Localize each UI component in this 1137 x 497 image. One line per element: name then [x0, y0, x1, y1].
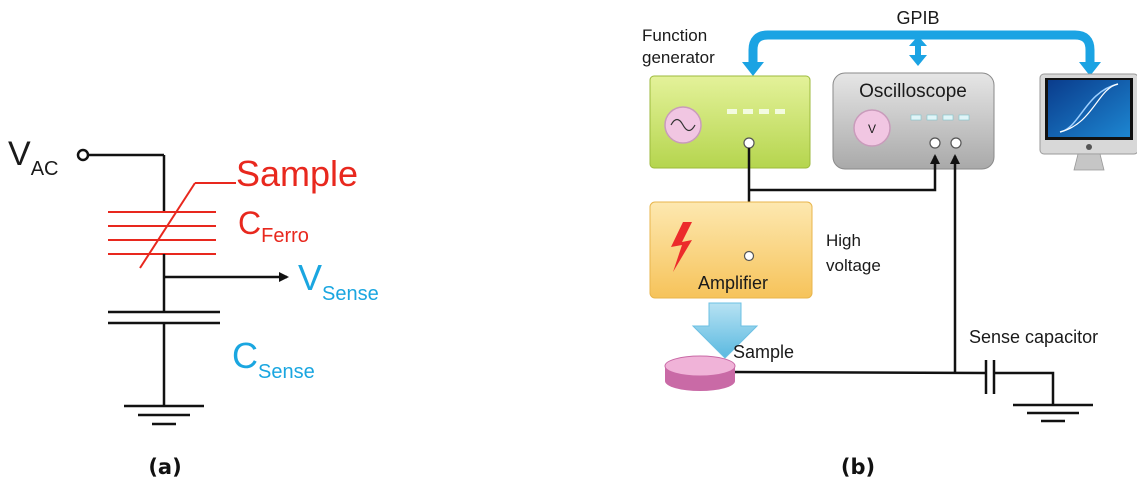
vac-label: VAC	[8, 135, 58, 180]
amplifier: Amplifier	[649, 201, 813, 299]
sense-capacitor-label: Sense capacitor	[969, 327, 1098, 347]
ferro-capacitor	[108, 182, 236, 269]
vac-terminal	[76, 148, 90, 162]
gpib-label: GPIB	[896, 8, 939, 28]
ground-icon	[124, 404, 204, 426]
amp-input-port	[743, 250, 755, 262]
gpib-bus	[742, 30, 1101, 76]
function-generator-label-line1: Function	[642, 26, 707, 45]
function-generator-label-line2: generator	[642, 48, 715, 67]
amplifier-to-sample-arrow	[691, 302, 759, 359]
caption-a: (a)	[148, 455, 181, 479]
sample-label-b: Sample	[733, 342, 794, 362]
cferro-label: CFerro	[238, 205, 309, 247]
ground-icon-b	[1013, 403, 1093, 423]
sample-label-a: Sample	[236, 153, 358, 194]
osc-ch2-port	[950, 137, 962, 149]
high-voltage-label-line2: voltage	[826, 256, 881, 275]
voltmeter-icon	[853, 109, 891, 147]
panel-a-circuit: VAC Sample CFerro VSense CSense	[8, 135, 379, 426]
high-voltage-label-line1: High	[826, 231, 861, 250]
oscilloscope-label: Oscilloscope	[859, 81, 967, 102]
panel-b-setup: GPIB Function generator Oscilloscope V	[642, 8, 1137, 423]
voltmeter-icon-label: V	[868, 122, 876, 136]
fg-output-port	[743, 137, 755, 149]
amplifier-label: Amplifier	[698, 273, 768, 293]
function-generator	[649, 75, 811, 169]
caption-b: (b)	[841, 455, 875, 479]
csense-label: CSense	[232, 335, 315, 383]
computer-icon	[1039, 73, 1137, 171]
high-voltage-icon	[671, 222, 692, 272]
signal-wires	[732, 148, 1055, 404]
oscilloscope: Oscilloscope V	[832, 72, 995, 170]
osc-ch1-port	[929, 137, 941, 149]
sample-disc	[664, 355, 736, 391]
vsense-label: VSense	[298, 257, 379, 305]
